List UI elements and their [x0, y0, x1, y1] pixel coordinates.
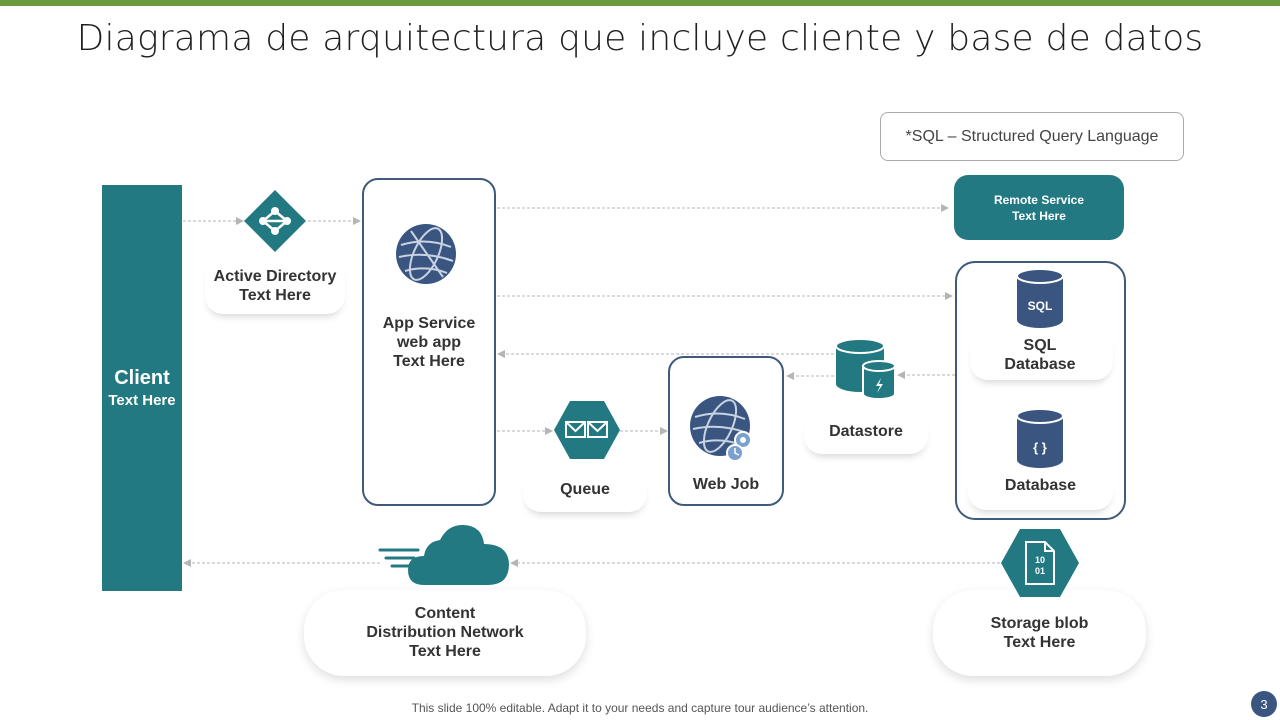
queue-envelope-icon — [554, 401, 620, 459]
sql-database-card — [970, 330, 1113, 380]
datastore-icon — [835, 338, 896, 400]
footer-text: This slide 100% editable. Adapt it to yo… — [411, 701, 869, 715]
remote-service-block: Remote Service Text Here — [954, 175, 1124, 240]
cdn-label: Content Distribution Network Text Here — [304, 604, 586, 661]
sql-database-line2: Database — [1004, 356, 1076, 373]
cdn-line1: Content — [414, 605, 476, 622]
datastore-label: Datastore — [829, 423, 903, 440]
sql-database-label: SQL Database — [970, 336, 1110, 374]
sql-footnote: *SQL – Structured Query Language — [880, 112, 1184, 161]
database-icon — [1016, 408, 1064, 468]
queue-label: Queue — [560, 481, 610, 498]
active-directory-icon — [244, 190, 306, 252]
storage-blob-line2: Text Here — [1003, 634, 1076, 651]
slide-title: Diagrama de arquitectura que incluye cli… — [76, 18, 1204, 59]
storage-blob-line1: Storage blob — [990, 615, 1089, 632]
database-card — [968, 470, 1113, 510]
app-service-line3: Text Here — [393, 353, 465, 370]
top-accent-bar — [0, 0, 1280, 6]
sql-database-line1: SQL — [1023, 337, 1057, 354]
storage-blob-file-icon — [1001, 529, 1079, 597]
app-service-line2: web app — [396, 334, 461, 351]
page-number-badge: 3 — [1251, 691, 1277, 717]
sql-database-icon — [1016, 268, 1064, 328]
web-job-globe-gear-icon — [690, 396, 752, 462]
storage-blob-icon-line1: 10 — [1034, 555, 1045, 565]
cdn-line2: Distribution Network — [366, 624, 524, 641]
active-directory-card — [205, 258, 345, 314]
remote-service-line1: Remote Service — [993, 192, 1085, 207]
web-job-label: Web Job — [692, 476, 760, 493]
storage-blob-icon-text: 10 01 — [1026, 555, 1054, 577]
storage-blob-card — [933, 590, 1146, 676]
client-subtitle: Text Here — [108, 392, 176, 409]
client-title: Client — [114, 367, 170, 389]
storage-blob-icon-line2: 01 — [1034, 566, 1045, 576]
remote-service-line2: Text Here — [1012, 208, 1066, 223]
cdn-card — [304, 590, 586, 676]
active-directory-line2: Text Here — [239, 287, 311, 304]
datastore-card — [804, 412, 928, 454]
sql-icon-text: SQL — [1027, 299, 1053, 313]
cloud-icon — [378, 524, 509, 585]
queue-card — [523, 470, 647, 512]
app-service-line1: App Service — [382, 315, 476, 332]
cdn-line3: Text Here — [409, 643, 481, 660]
globe-icon — [396, 224, 456, 284]
database-label: Database — [1004, 477, 1077, 494]
app-service-label: App Service web app Text Here — [362, 314, 496, 371]
active-directory-line1: Active Directory — [213, 268, 337, 285]
storage-blob-label: Storage blob Text Here — [933, 614, 1146, 652]
active-directory-label: Active Directory Text Here — [195, 267, 355, 305]
client-block: Client Text Here — [102, 185, 182, 591]
database-icon-text: { } — [1033, 440, 1047, 455]
